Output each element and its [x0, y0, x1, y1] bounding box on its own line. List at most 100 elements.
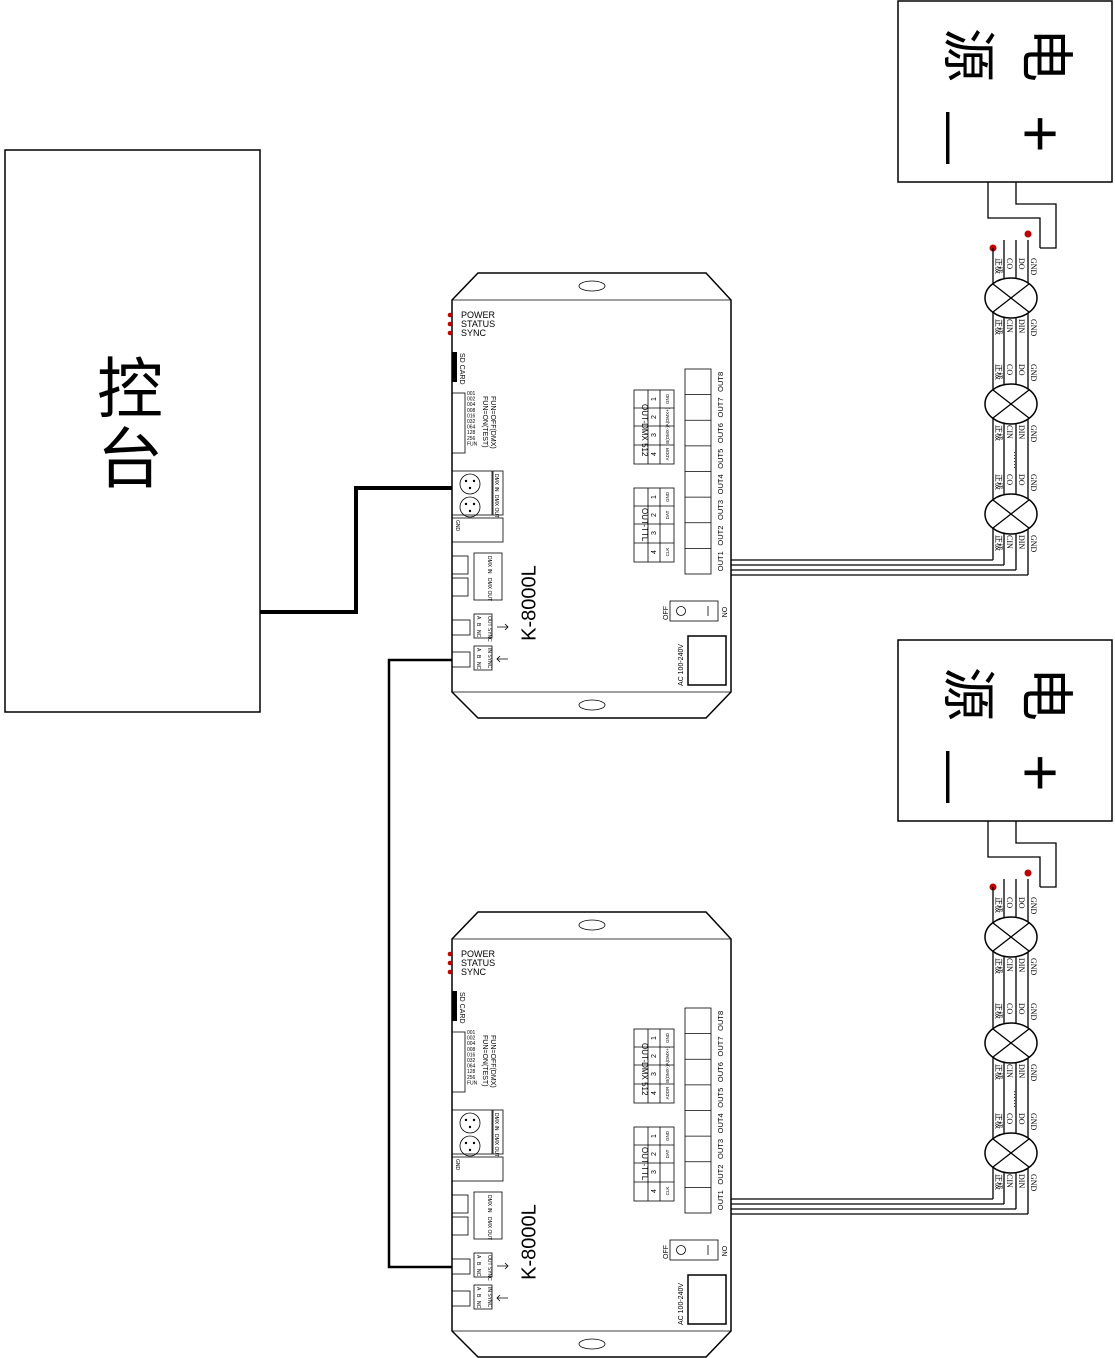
lamp-in-pin-label: 正极 — [994, 535, 1004, 551]
lamp-out-pin-label: CO — [1005, 258, 1014, 269]
console-box: 控 台 — [4, 149, 261, 713]
fun-on-label: FUN=ON(TEST) — [481, 396, 488, 448]
controller-2: POWER STATUS SYNC SD CARD 00100200400801… — [447, 911, 732, 1358]
output-port-1[interactable] — [686, 549, 710, 573]
output-port-7[interactable] — [686, 1035, 710, 1059]
output-label: OUT7 — [716, 1036, 725, 1056]
output-label: OUT8 — [716, 372, 725, 392]
xlr-dmx-in[interactable] — [459, 1112, 481, 1134]
xlr-dmx-out[interactable] — [459, 1135, 481, 1157]
lamp-out-pin-label: 正极 — [994, 364, 1004, 380]
output-port-2[interactable] — [686, 1163, 710, 1187]
sync-term-a-2: A — [475, 1287, 481, 1291]
rj45-port-1[interactable] — [451, 1194, 469, 1214]
output-port-6[interactable] — [686, 1060, 710, 1084]
sync-out-port[interactable] — [451, 1258, 471, 1275]
power-switch[interactable] — [669, 1239, 719, 1261]
dmx512-num-label: 1 — [651, 1036, 658, 1040]
dip-switch[interactable] — [451, 392, 466, 454]
ttl-pin-label: DAT — [665, 1149, 670, 1158]
power-switch[interactable] — [669, 600, 719, 622]
ttl-num-label: 4 — [651, 1189, 658, 1193]
rj45-port-2[interactable] — [451, 1216, 469, 1236]
output-port-3[interactable] — [686, 1137, 710, 1161]
dmx512-pin-label: ADDR — [665, 1086, 670, 1100]
lamp-in-pin-label: 正极 — [994, 958, 1004, 974]
ttl-num-label: 4 — [651, 550, 658, 554]
output-label: OUT1 — [716, 1190, 725, 1210]
lamp-out-pin-label: DO — [1017, 1003, 1026, 1015]
lamp-out-pin-label: GND — [1029, 897, 1038, 915]
gnd-label: GND — [454, 1159, 460, 1171]
lamp-2 — [984, 1022, 1038, 1064]
controller-1: POWER STATUS SYNC SD CARD 00100200400801… — [447, 272, 732, 719]
lamp-out-pin-label: 正极 — [994, 474, 1004, 490]
fun-on-label: FUN=ON(TEST) — [481, 1035, 488, 1087]
rj45-port-1[interactable] — [451, 555, 469, 575]
output-port-6[interactable] — [686, 421, 710, 445]
dip-value-label: 016 — [467, 413, 476, 419]
sync-out-port[interactable] — [451, 619, 471, 636]
sync-term-nc-2: NC — [475, 1301, 481, 1309]
in-sync-label: IN SYNC — [486, 1287, 492, 1308]
output-label: OUT2 — [716, 1165, 725, 1185]
output-port-5[interactable] — [686, 447, 710, 471]
sync-term-nc-2: NC — [475, 662, 481, 670]
sync-term-b-2: B — [475, 1294, 481, 1298]
dip-value-label: 008 — [467, 1047, 476, 1053]
output-label: OUT5 — [716, 1088, 725, 1108]
ttl-num-label: 2 — [651, 1152, 658, 1156]
output-port-4[interactable] — [686, 1112, 710, 1136]
lamp-in-pin-label: CIN — [1005, 425, 1014, 439]
ac-input-socket[interactable] — [687, 1274, 727, 1325]
output-port-8[interactable] — [686, 1009, 710, 1033]
dip-value-label: 002 — [467, 397, 476, 403]
rj45-dmx-out-label: DMX OUT — [486, 578, 492, 601]
lamp-out-pin-label: CO — [1005, 1113, 1014, 1124]
ac-input-socket[interactable] — [687, 635, 727, 686]
lamp-in-pin-label: 正极 — [994, 1064, 1004, 1080]
dmx-in-label: DMX IN — [493, 1113, 499, 1131]
sync-term-a: A — [475, 1255, 481, 1259]
lamp-out-pin-label: CO — [1005, 1003, 1014, 1014]
gnd-label: GND — [454, 520, 460, 532]
dip-value-label: 032 — [467, 419, 476, 425]
in-sync-label: IN SYNC — [486, 648, 492, 669]
output-port-7[interactable] — [686, 396, 710, 420]
output-port-2[interactable] — [686, 524, 710, 548]
led-sync-label: SYNC — [461, 967, 487, 977]
dmx512-num-label: 4 — [651, 452, 658, 456]
output-port-1[interactable] — [686, 1188, 710, 1212]
output-label: OUT3 — [716, 1139, 725, 1159]
dmx-in-label: DMX IN — [493, 474, 499, 492]
dip-switch[interactable] — [451, 1031, 466, 1093]
output-cable-1 — [731, 559, 1028, 576]
output-port-4[interactable] — [686, 473, 710, 497]
output-port-5[interactable] — [686, 1086, 710, 1110]
ttl-pin-label: GND — [665, 1130, 670, 1141]
output-label: OUT7 — [716, 397, 725, 417]
plus-sign: + — [1021, 736, 1058, 808]
plus-sign: + — [1021, 97, 1058, 169]
xlr-dmx-in[interactable] — [459, 473, 481, 495]
output-port-3[interactable] — [686, 498, 710, 522]
switch-off-label: OFF — [663, 606, 670, 620]
dmx512-num-label: 2 — [651, 1054, 658, 1058]
output-port-8[interactable] — [686, 370, 710, 394]
sync-in-port[interactable] — [451, 1290, 471, 1307]
power-supply-1: 电 源 + — — [897, 0, 1113, 252]
dmx-out-label: DMX OUT — [493, 1134, 499, 1157]
dmx512-num-label: 1 — [651, 397, 658, 401]
lamp-in-pin-label: 正极 — [994, 319, 1004, 335]
ttl-num-label: 2 — [651, 513, 658, 517]
rj45-port-2[interactable] — [451, 577, 469, 597]
dip-value-label: 032 — [467, 1058, 476, 1064]
switch-on-label: ON — [720, 1246, 727, 1257]
lamp-in-pin-label: GND — [1029, 1174, 1038, 1192]
lamp-2 — [984, 383, 1038, 425]
sync-in-port[interactable] — [451, 651, 471, 668]
xlr-dmx-out[interactable] — [459, 496, 481, 518]
ttl-num-label: 1 — [651, 1134, 658, 1138]
console-label-1: 控 — [97, 354, 163, 427]
